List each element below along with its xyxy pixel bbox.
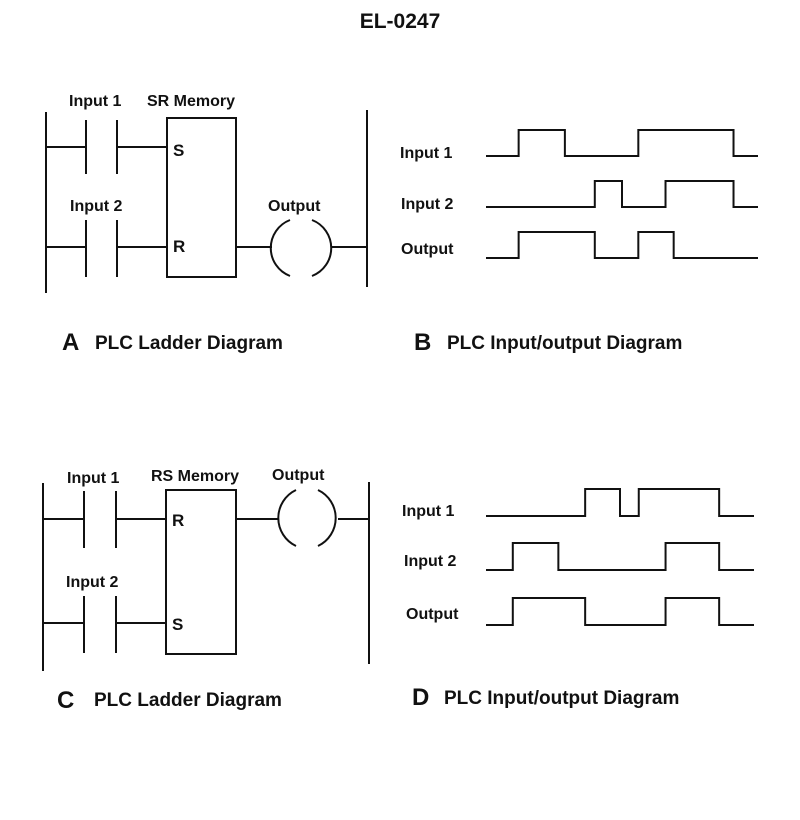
caption-a: PLC Ladder Diagram bbox=[95, 333, 283, 354]
output-coil-left bbox=[277, 489, 297, 547]
output-coil-right bbox=[317, 489, 337, 547]
page-title: EL-0247 bbox=[360, 10, 441, 33]
label-input1: Input 1 bbox=[67, 470, 120, 487]
waveform-input2 bbox=[486, 542, 754, 571]
label-block: SR Memory bbox=[147, 93, 235, 110]
panel-letter-a: A bbox=[62, 329, 79, 356]
label-output: Output bbox=[272, 467, 325, 484]
output-coil-right bbox=[311, 219, 333, 277]
panel-letter-b: B bbox=[414, 329, 431, 356]
rs-memory-block bbox=[165, 489, 237, 655]
waveform-output bbox=[486, 597, 754, 626]
panel-a-ladder bbox=[45, 110, 368, 293]
timing-diagram-b bbox=[486, 129, 758, 259]
label-block: RS Memory bbox=[151, 468, 239, 485]
timing-label-input2: Input 2 bbox=[404, 553, 457, 570]
panel-letter-c: C bbox=[57, 687, 74, 714]
waveform-input1 bbox=[486, 129, 758, 157]
timing-label-input1: Input 1 bbox=[402, 503, 455, 520]
timing-label-input1: Input 1 bbox=[400, 145, 453, 162]
pin-top: R bbox=[172, 511, 184, 530]
waveform-input2 bbox=[486, 180, 758, 208]
label-input1: Input 1 bbox=[69, 93, 122, 110]
label-output: Output bbox=[268, 198, 321, 215]
timing-label-input2: Input 2 bbox=[401, 196, 454, 213]
waveform-input1 bbox=[486, 488, 754, 517]
label-input2: Input 2 bbox=[70, 198, 123, 215]
pin-top: S bbox=[173, 141, 184, 160]
pin-bottom: S bbox=[172, 615, 183, 634]
panel-letter-d: D bbox=[412, 684, 429, 711]
caption-b: PLC Input/output Diagram bbox=[447, 333, 682, 354]
panel-c-ladder bbox=[42, 482, 370, 671]
timing-label-output: Output bbox=[401, 241, 454, 258]
caption-c: PLC Ladder Diagram bbox=[94, 690, 282, 711]
timing-diagram-d bbox=[486, 488, 754, 626]
output-coil-left bbox=[269, 219, 291, 277]
pin-bottom: R bbox=[173, 237, 185, 256]
sr-memory-block bbox=[166, 117, 237, 278]
timing-label-output: Output bbox=[406, 606, 459, 623]
label-input2: Input 2 bbox=[66, 574, 119, 591]
caption-d: PLC Input/output Diagram bbox=[444, 688, 679, 709]
waveform-output bbox=[486, 231, 758, 259]
